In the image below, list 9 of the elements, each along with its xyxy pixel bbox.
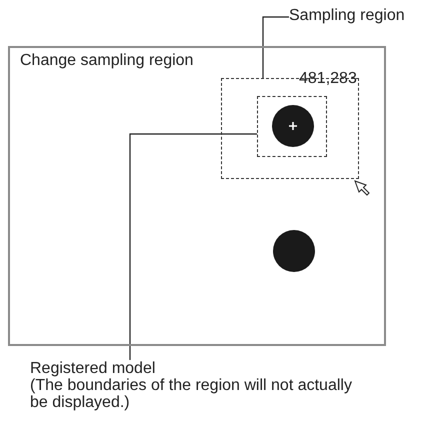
callout-note: (The boundaries of the region will not actually be displayed.) bbox=[30, 377, 353, 411]
callout-label: Registered model bbox=[30, 360, 156, 377]
coordinate-readout: 481,283 bbox=[299, 70, 357, 88]
leader-line bbox=[129, 133, 257, 360]
callout-label: Sampling region bbox=[289, 7, 406, 24]
screen-panel bbox=[8, 46, 386, 346]
dashed-region-box bbox=[256, 96, 327, 157]
screen-title: Change sampling region bbox=[20, 52, 194, 70]
leader-line bbox=[262, 16, 289, 78]
